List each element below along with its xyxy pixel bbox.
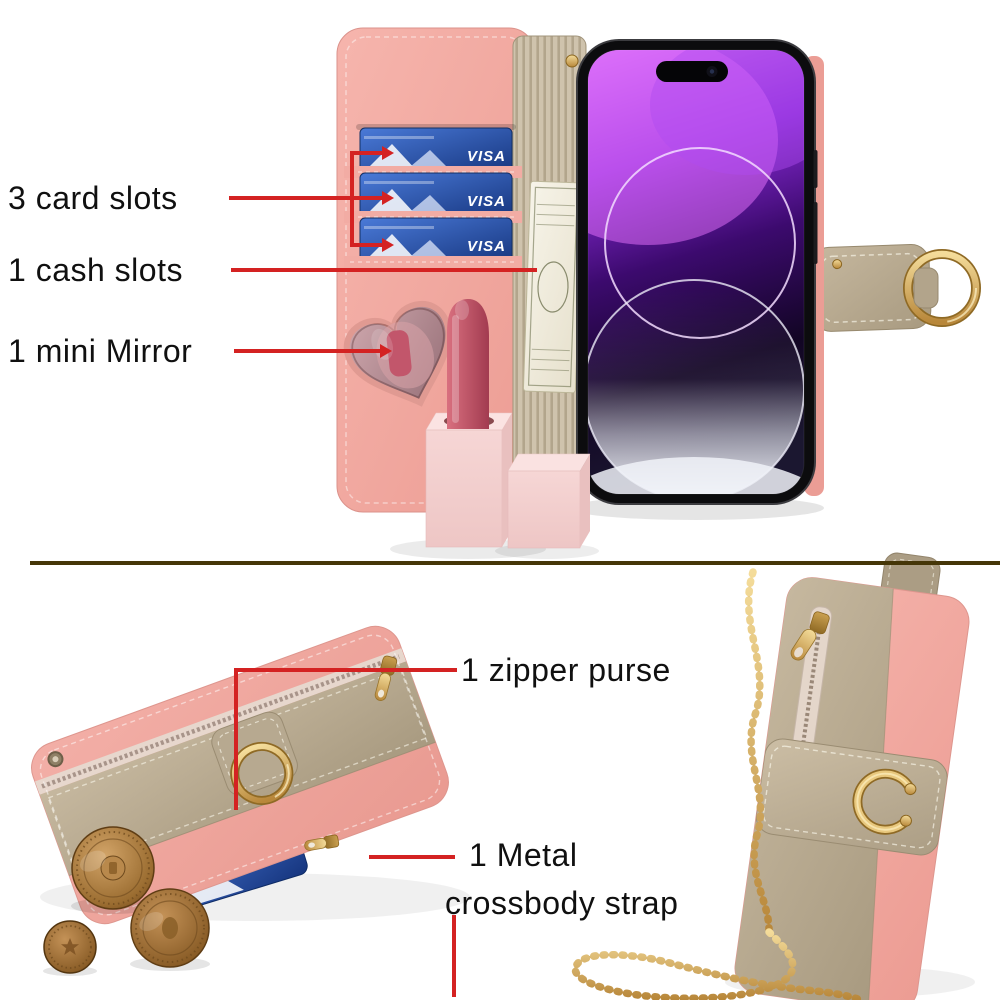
callout-line-card-slots xyxy=(229,196,353,200)
zipper-slider xyxy=(790,611,830,661)
callout-mini-mirror: 1 mini Mirror xyxy=(8,333,193,369)
callout-tick-card-3 xyxy=(350,243,382,247)
phone xyxy=(576,39,818,505)
coin-copper-large xyxy=(71,826,155,910)
crossbody-chain xyxy=(571,568,862,1000)
zipper-pull-bottom xyxy=(304,834,340,851)
phone-screen xyxy=(588,50,804,494)
dynamic-island xyxy=(656,61,728,82)
callout-arrow-card-1 xyxy=(382,146,394,160)
callout-line-zipper-vertical xyxy=(234,668,238,810)
lipstick-cap xyxy=(507,453,591,549)
card-brand-text: VISA xyxy=(467,193,506,210)
strap-rivet xyxy=(832,259,843,270)
crossbody-wallet xyxy=(731,552,970,1000)
callout-line-zipper-horizontal xyxy=(237,668,457,672)
callout-arrow-card-3 xyxy=(382,238,394,252)
callout-zipper-purse: 1 zipper purse xyxy=(461,652,671,688)
callout-cash-slots: 1 cash slots xyxy=(8,252,183,288)
callout-arrow-mini-mirror xyxy=(380,344,392,358)
callout-line-cash-slots xyxy=(231,268,537,272)
lipstick xyxy=(425,298,513,548)
card-brand-text: VISA xyxy=(467,238,506,255)
mini-mirror xyxy=(343,301,452,407)
bottom-scene: VISA VISA xyxy=(31,552,975,1000)
callout-tick-card-1 xyxy=(350,151,382,155)
callout-card-slots: 3 card slots xyxy=(8,180,178,216)
callout-line-metal-strap xyxy=(369,855,455,859)
card-brand-text: VISA xyxy=(467,148,506,165)
callout-line-strap-vertical xyxy=(452,915,456,997)
top-scene: VISA VISA VISA xyxy=(336,27,981,559)
c-ring xyxy=(852,768,917,835)
callout-metal-strap-line1: 1 Metal xyxy=(469,837,578,873)
wrist-strap xyxy=(810,244,932,332)
callout-line-mini-mirror xyxy=(234,349,380,353)
callout-metal-strap-line2: crossbody strap xyxy=(445,885,679,921)
cash-bill xyxy=(522,180,584,394)
coin-copper-medium xyxy=(130,888,210,968)
coin-copper-small xyxy=(43,920,97,974)
callout-tick-card-2 xyxy=(350,196,382,200)
metal-ring xyxy=(903,249,981,327)
callout-arrow-card-2 xyxy=(382,191,394,205)
grommet-hole xyxy=(47,751,64,768)
section-divider xyxy=(30,561,1000,565)
case-rivet xyxy=(565,54,579,68)
